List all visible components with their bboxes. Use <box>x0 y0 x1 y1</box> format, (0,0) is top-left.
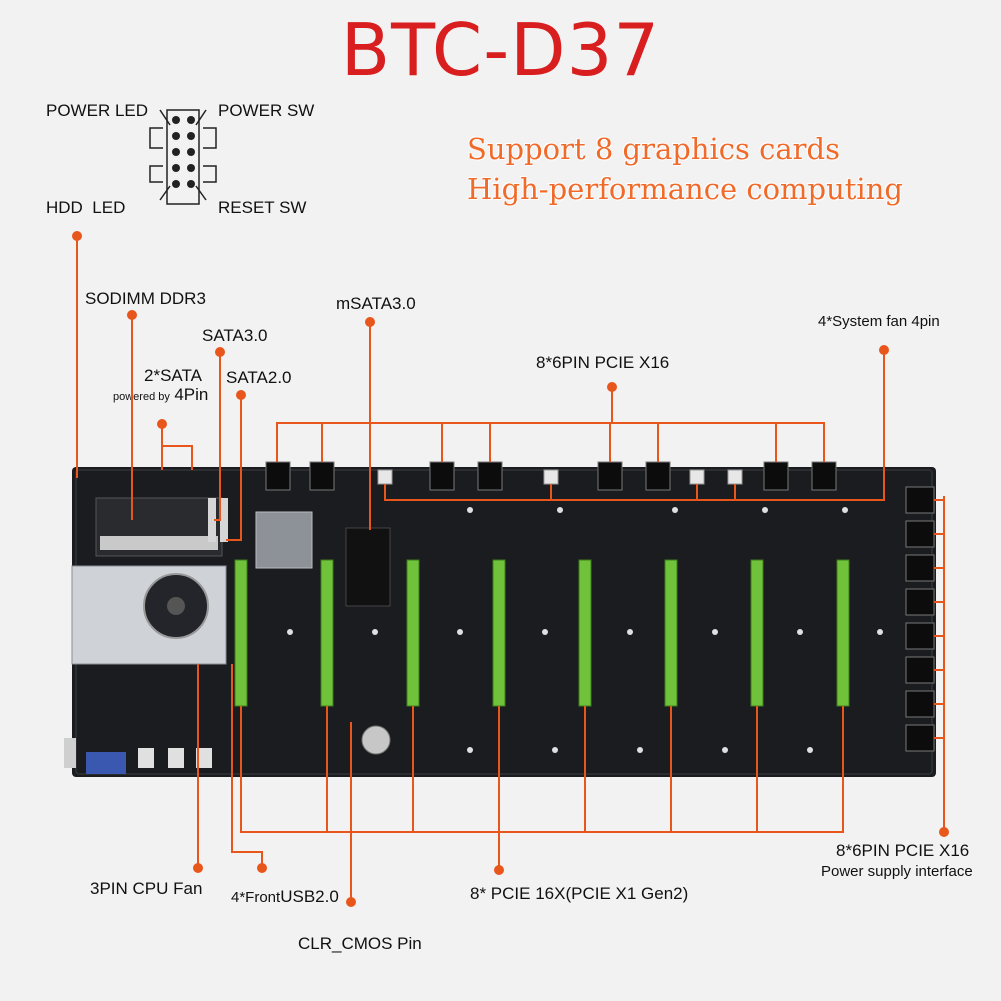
front-panel-header <box>149 109 217 205</box>
sata-power-suffix: 4Pin <box>174 385 209 404</box>
pcie-power-top-label: 8*6PIN PCIE X16 <box>536 353 670 372</box>
callout-dots <box>72 231 949 907</box>
right-power-connector <box>905 520 935 548</box>
pcie-power-connector <box>309 461 335 491</box>
pcie-power-connector <box>763 461 789 491</box>
fan-header <box>377 469 393 485</box>
msata-label: mSATA3.0 <box>336 294 416 313</box>
pcie-slot <box>320 559 334 707</box>
power-led-label: POWER LED <box>46 101 149 120</box>
front-usb-suffix: USB2.0 <box>280 887 339 906</box>
pcie-slots-label: 8* PCIE 16X(PCIE X1 Gen2) <box>470 884 689 903</box>
right-pcie-power-connectors <box>905 486 935 752</box>
pcie-power-connector <box>477 461 503 491</box>
hdd-led-label: HDD LED <box>46 198 126 217</box>
promo-line-1: Support 8 graphics cards <box>467 132 840 166</box>
pcie-slots <box>234 559 850 707</box>
sata2-label: SATA2.0 <box>226 368 292 387</box>
promo-line-2: High-performance computing <box>467 172 903 206</box>
pcie-power-right-label: 8*6PIN PCIE X16 <box>836 841 970 860</box>
clr-cmos-label: CLR_CMOS Pin <box>298 934 422 953</box>
sata-power-label: powered by 4Pin <box>113 385 208 405</box>
sata2-count-label: 2*SATA <box>144 366 202 385</box>
right-power-connector <box>905 588 935 616</box>
system-fan-label: 4*System fan 4pin <box>818 313 940 330</box>
sodimm-socket <box>100 536 218 550</box>
power-sw-label: POWER SW <box>218 101 315 120</box>
cmos-battery <box>361 725 391 755</box>
right-power-connector <box>905 486 935 514</box>
fan-header <box>727 469 743 485</box>
right-power-connector <box>905 690 935 718</box>
sata-power-prefix: powered by <box>113 391 170 403</box>
pcie-slot <box>234 559 248 707</box>
sata-port-2 <box>220 498 228 542</box>
top-pcie-power-connectors <box>265 461 837 491</box>
board-title: BTC-D37 <box>340 8 661 92</box>
msata-slot <box>345 527 391 607</box>
sodimm-label: SODIMM DDR3 <box>85 289 206 308</box>
pcie-power-connector <box>597 461 623 491</box>
usb-port-3 <box>196 748 212 768</box>
usb-port-1 <box>138 748 154 768</box>
vga-port <box>86 752 126 774</box>
front-usb-label: 4*FrontUSB2.0 <box>231 887 339 907</box>
pcie-power-connector <box>645 461 671 491</box>
power-interface-label: Power supply interface <box>821 863 973 880</box>
fan-header <box>689 469 705 485</box>
cpu-fan-label: 3PIN CPU Fan <box>90 879 203 898</box>
sata3-label: SATA3.0 <box>202 326 268 345</box>
fan-header <box>543 469 559 485</box>
pcie-power-connector <box>429 461 455 491</box>
pcie-slot <box>492 559 506 707</box>
pcie-slot <box>836 559 850 707</box>
system-fan-headers <box>377 469 743 485</box>
sata-port-1 <box>208 498 216 542</box>
callout-lines <box>76 236 945 902</box>
reset-sw-label: RESET SW <box>218 198 307 217</box>
right-power-connector <box>905 622 935 650</box>
pcie-slot <box>750 559 764 707</box>
pcie-power-connector <box>811 461 837 491</box>
right-power-connector <box>905 656 935 684</box>
mounting-holes <box>287 507 883 753</box>
front-usb-prefix: 4*Front <box>231 889 281 906</box>
io-bracket <box>64 738 76 768</box>
pcie-slot <box>664 559 678 707</box>
pcie-slot <box>406 559 420 707</box>
usb-port-2 <box>168 748 184 768</box>
right-power-connector <box>905 724 935 752</box>
header-outline <box>166 109 200 205</box>
chipset-heatsink <box>255 511 313 569</box>
pcie-power-connector <box>265 461 291 491</box>
right-power-connector <box>905 554 935 582</box>
pcie-slot <box>578 559 592 707</box>
